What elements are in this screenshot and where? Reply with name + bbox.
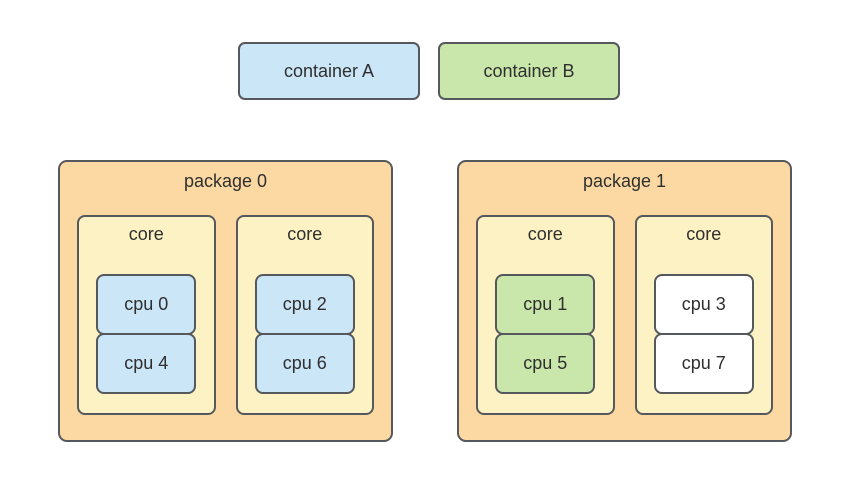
package-0-title: package 0 — [183, 171, 268, 191]
cpu-5: cpu 5 — [495, 333, 596, 394]
package-1: package 1 core cpu 1 cpu 5 core cpu 3 — [457, 160, 792, 442]
cpu-2: cpu 2 — [254, 274, 355, 335]
cpu-7: cpu 7 — [653, 333, 754, 394]
cpu-3-label: cpu 3 — [681, 294, 726, 314]
package-0-cores: core cpu 0 cpu 4 core cpu 2 — [60, 215, 391, 415]
core-title: core — [527, 224, 563, 244]
package-1-core-1: core cpu 3 cpu 7 — [634, 215, 773, 415]
package-1-title: package 1 — [582, 171, 667, 191]
cpu-6-label: cpu 6 — [282, 353, 327, 373]
legend-box-container-a: container A — [238, 42, 420, 100]
cpu-2-label: cpu 2 — [282, 294, 327, 314]
cpu-stack: cpu 1 cpu 5 — [495, 274, 596, 394]
cpu-1-label: cpu 1 — [523, 294, 568, 314]
cpu-stack: cpu 0 cpu 4 — [96, 274, 197, 394]
package-0-core-0: core cpu 0 cpu 4 — [77, 215, 216, 415]
cpu-1: cpu 1 — [495, 274, 596, 335]
cpu-stack: cpu 2 cpu 6 — [254, 274, 355, 394]
package-0-core-1: core cpu 2 cpu 6 — [235, 215, 374, 415]
cpu-4-label: cpu 4 — [124, 353, 169, 373]
cpu-6: cpu 6 — [254, 333, 355, 394]
core-title: core — [287, 224, 323, 244]
legend-label-container-b: container B — [483, 60, 575, 81]
legend: container A container B — [0, 42, 858, 100]
package-1-cores: core cpu 1 cpu 5 core cpu 3 — [459, 215, 790, 415]
legend-label-container-a: container A — [283, 60, 375, 81]
core-title: core — [686, 224, 722, 244]
legend-box-container-b: container B — [438, 42, 620, 100]
cpu-3: cpu 3 — [653, 274, 754, 335]
package-0: package 0 core cpu 0 cpu 4 core cpu 2 — [58, 160, 393, 442]
cpu-5-label: cpu 5 — [523, 353, 568, 373]
cpu-0: cpu 0 — [96, 274, 197, 335]
cpu-7-label: cpu 7 — [681, 353, 726, 373]
package-1-core-0: core cpu 1 cpu 5 — [476, 215, 615, 415]
cpu-4: cpu 4 — [96, 333, 197, 394]
core-title: core — [128, 224, 164, 244]
cpu-0-label: cpu 0 — [124, 294, 169, 314]
cpu-stack: cpu 3 cpu 7 — [653, 274, 754, 394]
